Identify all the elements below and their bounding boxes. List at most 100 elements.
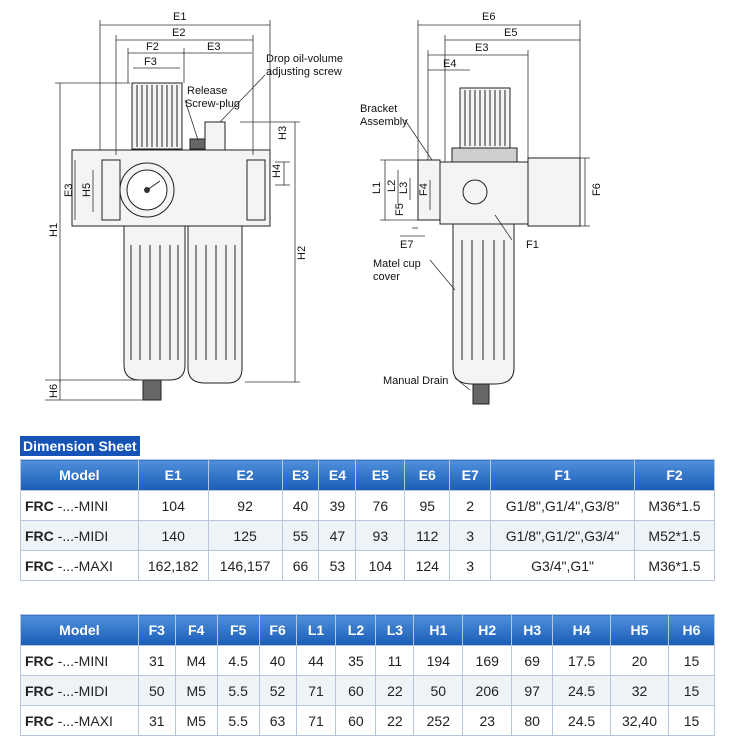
table-1-header: Model (20, 459, 139, 491)
model-prefix: FRC (25, 557, 54, 574)
label-release-2: Screw-plug (185, 98, 240, 110)
filter-bowl (123, 225, 186, 381)
model-cell: FRC -...-MIDI (20, 520, 139, 551)
table-cell: 5.5 (216, 705, 260, 736)
label-h3: H3 (277, 126, 289, 140)
table-cell: G1/8",G1/4",G3/8" (490, 490, 636, 521)
bracket (417, 159, 441, 221)
table-cell: 17.5 (552, 645, 612, 676)
table-cell: 80 (511, 705, 554, 736)
table-cell: 23 (462, 705, 513, 736)
table-cell: 60 (335, 705, 377, 736)
label-f1: F1 (526, 239, 539, 251)
table-2-header: F4 (174, 614, 218, 646)
label-h1: H1 (48, 223, 60, 237)
label-release-1: Release (187, 85, 227, 97)
table-row: FRC -...-MAXI 162,182 146,157 66 53 104 … (20, 550, 715, 581)
front-view: E1 E2 F2 F3 E3 Drop oil-volume adjusting… (45, 11, 343, 401)
label-h4: H4 (271, 164, 283, 178)
table-cell: M5 (174, 705, 218, 736)
table-row: FRC -...-MAXI 31 M5 5.5 63 71 60 22 252 … (20, 705, 716, 736)
model-cell: FRC -...-MINI (20, 490, 139, 521)
table-cell: M52*1.5 (634, 520, 715, 551)
drop-oil-screw (204, 121, 226, 151)
table-1-header: F1 (490, 459, 636, 491)
table-cell: 52 (258, 675, 297, 706)
label-h2: H2 (296, 246, 308, 260)
table-cell: 20 (610, 645, 669, 676)
model-cell: FRC -...-MAXI (20, 550, 139, 581)
table-2-header: F6 (258, 614, 297, 646)
model-suffix: -...-MINI (53, 652, 109, 669)
table-cell: 5.5 (216, 675, 260, 706)
table-2-header: Model (20, 614, 139, 646)
table-cell: 169 (462, 645, 513, 676)
dimension-table-1: Model E1 E2 E3 E4 E5 E6 E7 F1 F2 FRC -..… (20, 459, 715, 581)
table-cell: 31 (137, 705, 176, 736)
table-2-header: F5 (216, 614, 260, 646)
table-cell: 252 (413, 705, 464, 736)
table-cell: 93 (355, 520, 406, 551)
table-cell: 15 (667, 675, 716, 706)
label-l2: L2 (386, 180, 398, 192)
table-2-header: F3 (137, 614, 176, 646)
table-cell: 3 (449, 550, 492, 581)
table-cell: 40 (281, 490, 320, 521)
table-cell: 71 (295, 675, 337, 706)
label-e3-side: E3 (63, 184, 75, 197)
table-2-header: L2 (335, 614, 377, 646)
table-cell: 11 (375, 645, 415, 676)
table-cell: 125 (207, 520, 283, 551)
table-row: FRC -...-MINI 31 M4 4.5 40 44 35 11 194 … (20, 645, 716, 676)
table-1-header: E7 (449, 459, 492, 491)
table-cell: 60 (335, 675, 377, 706)
model-suffix: -...-MIDI (53, 682, 109, 699)
table-cell: 162,182 (137, 550, 209, 581)
dimension-table-2: Model F3 F4 F5 F6 L1 L2 L3 H1 H2 H3 H4 H… (20, 614, 716, 736)
table-row: FRC -...-MINI 104 92 40 39 76 95 2 G1/8"… (20, 490, 715, 521)
label-f4: F4 (418, 183, 430, 196)
model-prefix: FRC (25, 497, 54, 514)
table-cell: 15 (667, 645, 716, 676)
table-cell: 44 (295, 645, 337, 676)
lubricator-bowl (187, 225, 243, 384)
label-bracket-1: Bracket (360, 103, 397, 115)
label-e6: E6 (482, 11, 495, 23)
table-cell: 2 (449, 490, 492, 521)
table-1-header: E2 (207, 459, 283, 491)
label-manual-drain: Manual Drain (383, 375, 448, 387)
label-h5: H5 (81, 183, 93, 197)
table-cell: 40 (258, 645, 297, 676)
side-block (439, 161, 531, 225)
table-2-header: L3 (375, 614, 415, 646)
table-row: FRC -...-MIDI 140 125 55 47 93 112 3 G1/… (20, 520, 715, 551)
table-cell: M5 (174, 675, 218, 706)
label-e1: E1 (173, 11, 186, 23)
table-cell: 47 (318, 520, 357, 551)
side-gauge (527, 157, 581, 227)
release-screw-plug (189, 138, 207, 150)
side-view: E6 E5 E3 E4 Bracket Assembly L1 L2 L3 F4… (360, 11, 603, 405)
table-cell: 92 (207, 490, 283, 521)
label-e3-side-view: E3 (475, 42, 488, 54)
table-cell: 22 (375, 675, 415, 706)
model-prefix: FRC (25, 652, 54, 669)
table-1-header-row: Model E1 E2 E3 E4 E5 E6 E7 F1 F2 (20, 459, 715, 491)
table-2-header: L1 (295, 614, 337, 646)
table-cell: 104 (137, 490, 209, 521)
model-prefix: FRC (25, 712, 54, 729)
label-e2: E2 (172, 27, 185, 39)
table-1-header: F2 (634, 459, 715, 491)
table-cell: 39 (318, 490, 357, 521)
table-cell: 50 (413, 675, 464, 706)
table-cell: 124 (404, 550, 451, 581)
table-cell: 194 (413, 645, 464, 676)
table-cell: M36*1.5 (634, 490, 715, 521)
label-l3: L3 (398, 182, 410, 194)
table-cell: 22 (375, 705, 415, 736)
table-cell: 76 (355, 490, 406, 521)
model-suffix: -...-MAXI (53, 557, 113, 574)
table-cell: 206 (462, 675, 513, 706)
table-cell: 95 (404, 490, 451, 521)
table-cell: 15 (667, 705, 716, 736)
